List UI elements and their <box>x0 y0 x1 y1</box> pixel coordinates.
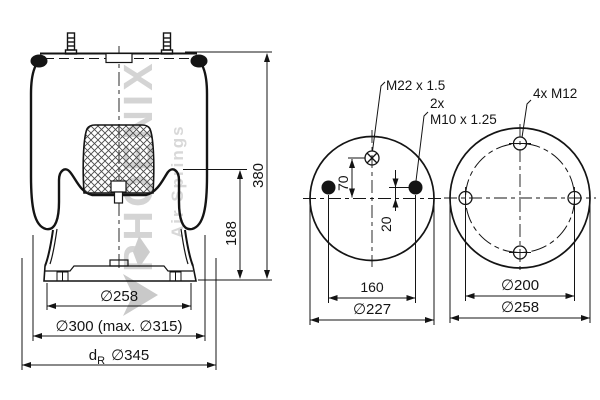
rubber-bumper <box>82 124 155 194</box>
piston-plate-top-view <box>303 81 441 325</box>
dim-base-dia-text: ∅258 <box>100 288 138 305</box>
dim-piston-outer-dia-text: ∅227 <box>353 301 391 318</box>
bumper-bolt-head <box>110 180 127 193</box>
bolt-holes <box>458 136 582 260</box>
dim-fitting-offset-text: 70 <box>335 175 351 191</box>
top-stud-right <box>160 32 174 55</box>
dim-flange-outer-dia-text: ∅258 <box>501 299 539 316</box>
piston-plate-arrowheads <box>310 159 434 323</box>
piston-skirt-left-inner <box>49 228 58 265</box>
dim-bolt-offset-text: 20 <box>378 216 394 232</box>
side-view <box>29 32 209 282</box>
piston-skirt-left <box>44 229 54 267</box>
dim-max-dia-text: ∅300 (max. ∅315) <box>55 318 182 335</box>
dim-piston-height-text: 188 <box>223 221 240 246</box>
piston-skirt-right-inner <box>180 228 189 265</box>
bolt-left <box>321 180 336 195</box>
piston-skirt-right <box>184 229 194 267</box>
label-bolt-thread: M10 x 1.25 <box>430 112 497 127</box>
dim-dr-dia-text: dR∅345 <box>89 347 149 367</box>
watermark-tagline-text: Air Springs <box>168 124 187 238</box>
leader-m10 <box>415 111 429 182</box>
side-view-arrowheads <box>22 53 270 368</box>
top-stud-left <box>64 32 78 55</box>
bead-plate-edge <box>40 52 197 64</box>
leader-m22 <box>372 81 386 152</box>
watermark-logo-diamond <box>133 236 150 268</box>
side-view-dimensions <box>21 51 272 370</box>
label-bolt-count: 2x <box>430 96 445 111</box>
label-flange-bolts: 4x M12 <box>533 86 577 101</box>
bead-plate-arrowheads <box>450 293 590 321</box>
dim-total-height-text: 380 <box>250 163 267 188</box>
dim-bolt-spacing-text: 160 <box>360 279 384 295</box>
base-plate <box>43 259 197 282</box>
bead-plate-top-view <box>444 99 596 323</box>
bolt-right <box>408 180 423 195</box>
dim-bolt-circle-text: ∅200 <box>501 277 539 294</box>
label-air-fitting: M22 x 1.5 <box>386 78 445 93</box>
bumper-bolt-shaft <box>113 191 124 204</box>
leader-m12 <box>521 99 532 138</box>
